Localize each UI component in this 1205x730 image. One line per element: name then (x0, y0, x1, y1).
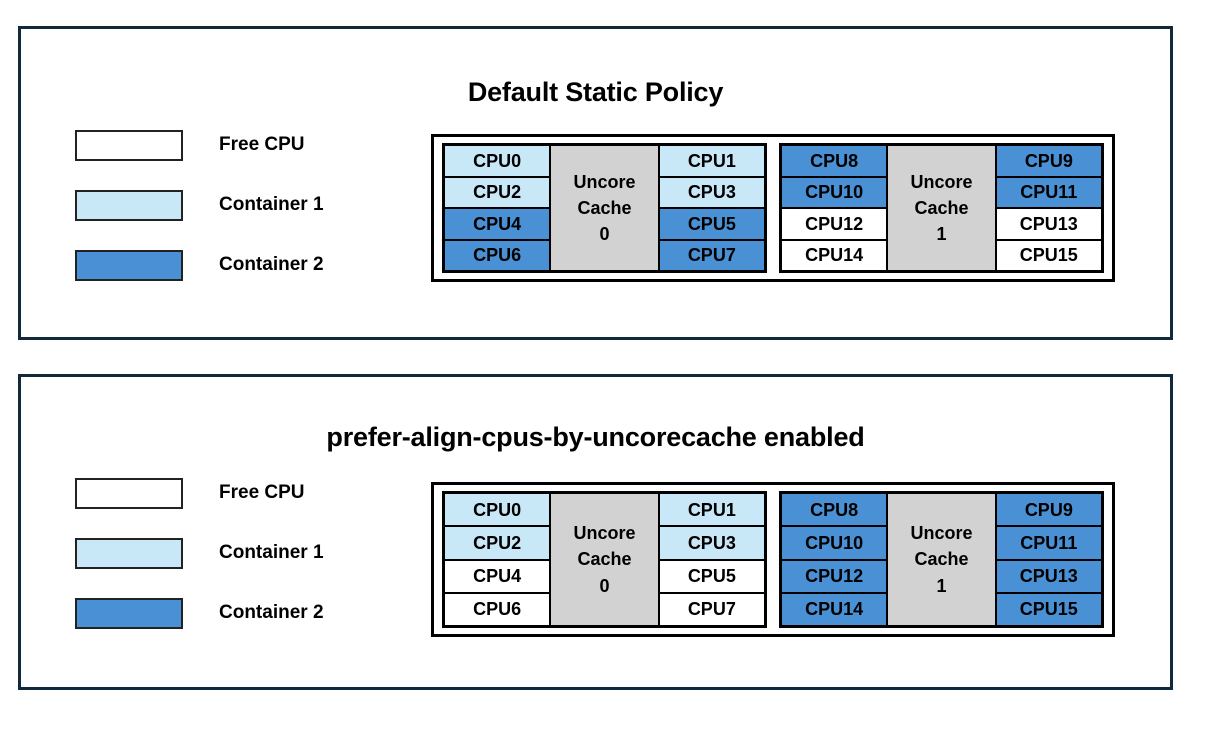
cpu-cell: CPU1 (658, 145, 765, 177)
cpu-cell: CPU14 (781, 592, 888, 626)
page-title: Default Static Policy (467, 77, 724, 107)
cpu-column-right: CPU9 CPU11 CPU13 CPU15 (995, 145, 1102, 271)
panel-default-static-policy: Default Static Policy Free CPU Container… (18, 26, 1173, 340)
legend-item-free-cpu: Free CPU (75, 115, 324, 175)
legend-swatch-container-2 (75, 597, 183, 629)
legend-swatch-container-2 (75, 249, 183, 281)
cpu-cell: CPU0 (444, 145, 551, 177)
cpu-cell: CPU8 (781, 145, 888, 177)
cpu-cell: CPU3 (658, 176, 765, 208)
cpu-column-right: CPU1 CPU3 CPU5 CPU7 (658, 145, 765, 271)
legend-swatch-container-1 (75, 537, 183, 569)
cpu-cell: CPU7 (658, 239, 765, 271)
cpu-cell: CPU15 (995, 592, 1102, 626)
legend-label-container-1: Container 1 (219, 542, 324, 563)
uncore-cache-label-line1: Uncore (573, 171, 636, 192)
cpu-cell: CPU12 (781, 559, 888, 593)
page-title: prefer-align-cpus-by-uncorecache enabled (326, 422, 865, 452)
legend-item-container-1: Container 1 (75, 523, 324, 583)
cpu-column-right: CPU1 CPU3 CPU5 CPU7 (658, 493, 765, 626)
cpu-cell: CPU12 (781, 208, 888, 240)
cpu-cell: CPU9 (995, 493, 1102, 527)
uncore-cache-block: Uncore Cache 0 (550, 145, 659, 271)
cpu-cell: CPU3 (658, 526, 765, 560)
legend-item-free-cpu: Free CPU (75, 463, 324, 523)
uncore-cache-index: 0 (599, 224, 610, 245)
legend: Free CPU Container 1 Container 2 (75, 115, 324, 295)
cpu-cell: CPU1 (658, 493, 765, 527)
cpu-cell: CPU11 (995, 176, 1102, 208)
cpu-cell: CPU6 (444, 239, 551, 271)
cache-group-1: CPU8 CPU10 CPU12 CPU14 Uncore Cache 1 CP… (779, 143, 1104, 273)
legend-label-container-2: Container 2 (219, 602, 324, 623)
cache-group-0: CPU0 CPU2 CPU4 CPU6 Uncore Cache 0 CPU1 … (442, 491, 767, 628)
cpu-cell: CPU13 (995, 208, 1102, 240)
cpu-column-left: CPU0 CPU2 CPU4 CPU6 (444, 493, 551, 626)
legend-swatch-container-1 (75, 189, 183, 221)
uncore-cache-block: Uncore Cache 0 (550, 493, 659, 626)
uncore-cache-label-line2: Cache (914, 197, 969, 218)
legend-item-container-1: Container 1 (75, 175, 324, 235)
cpu-cell: CPU8 (781, 493, 888, 527)
cpu-topology-diagram: CPU0 CPU2 CPU4 CPU6 Uncore Cache 0 CPU1 … (431, 134, 1115, 282)
legend-label-free-cpu: Free CPU (219, 134, 305, 155)
cpu-column-left: CPU8 CPU10 CPU12 CPU14 (781, 145, 888, 271)
cpu-cell: CPU2 (444, 526, 551, 560)
cpu-cell: CPU5 (658, 559, 765, 593)
uncore-cache-label-line2: Cache (577, 197, 632, 218)
cpu-cell: CPU0 (444, 493, 551, 527)
cpu-topology-diagram: CPU0 CPU2 CPU4 CPU6 Uncore Cache 0 CPU1 … (431, 482, 1115, 637)
legend-swatch-free-cpu (75, 129, 183, 161)
uncore-cache-label-line1: Uncore (910, 523, 973, 544)
legend-label-container-2: Container 2 (219, 254, 324, 275)
cpu-cell: CPU9 (995, 145, 1102, 177)
uncore-cache-label-line2: Cache (577, 549, 632, 570)
cpu-column-left: CPU8 CPU10 CPU12 CPU14 (781, 493, 888, 626)
uncore-cache-label-line1: Uncore (910, 171, 973, 192)
legend-label-container-1: Container 1 (219, 194, 324, 215)
cpu-cell: CPU4 (444, 559, 551, 593)
uncore-cache-index: 0 (599, 575, 610, 596)
uncore-cache-block: Uncore Cache 1 (887, 493, 996, 626)
cpu-column-left: CPU0 CPU2 CPU4 CPU6 (444, 145, 551, 271)
uncore-cache-index: 1 (936, 224, 947, 245)
cpu-cell: CPU10 (781, 526, 888, 560)
cpu-column-right: CPU9 CPU11 CPU13 CPU15 (995, 493, 1102, 626)
cpu-cell: CPU14 (781, 239, 888, 271)
cpu-cell: CPU4 (444, 208, 551, 240)
cpu-cell: CPU7 (658, 592, 765, 626)
cpu-cell: CPU15 (995, 239, 1102, 271)
legend-swatch-free-cpu (75, 477, 183, 509)
uncore-cache-label-line2: Cache (914, 549, 969, 570)
cache-group-0: CPU0 CPU2 CPU4 CPU6 Uncore Cache 0 CPU1 … (442, 143, 767, 273)
cpu-cell: CPU6 (444, 592, 551, 626)
legend-item-container-2: Container 2 (75, 235, 324, 295)
cache-group-1: CPU8 CPU10 CPU12 CPU14 Uncore Cache 1 CP… (779, 491, 1104, 628)
cpu-cell: CPU2 (444, 176, 551, 208)
legend-item-container-2: Container 2 (75, 583, 324, 643)
uncore-cache-label-line1: Uncore (573, 523, 636, 544)
cpu-cell: CPU13 (995, 559, 1102, 593)
cpu-cell: CPU11 (995, 526, 1102, 560)
legend: Free CPU Container 1 Container 2 (75, 463, 324, 643)
legend-label-free-cpu: Free CPU (219, 482, 305, 503)
uncore-cache-index: 1 (936, 575, 947, 596)
cpu-cell: CPU10 (781, 176, 888, 208)
panel-prefer-align-cpus-by-uncorecache: prefer-align-cpus-by-uncorecache enabled… (18, 374, 1173, 690)
cpu-cell: CPU5 (658, 208, 765, 240)
uncore-cache-block: Uncore Cache 1 (887, 145, 996, 271)
